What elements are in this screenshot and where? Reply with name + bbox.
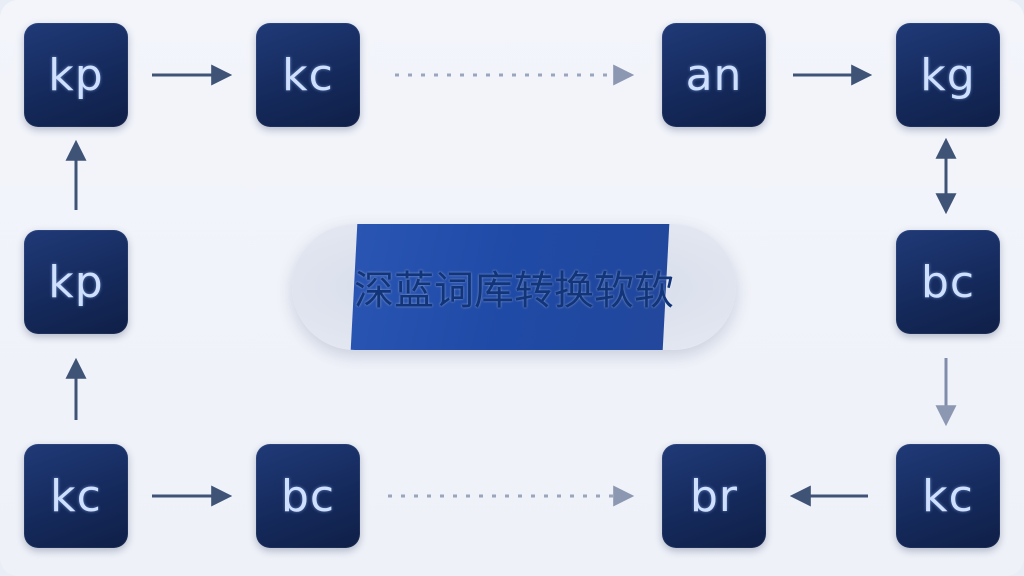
- tile-label: kp: [48, 49, 104, 101]
- tile-label: br: [689, 470, 739, 522]
- tile-bot-4: kc: [896, 444, 1000, 548]
- tile-top-3: an: [662, 23, 766, 127]
- tile-top-4: kg: [896, 23, 1000, 127]
- tile-mid-right: bc: [896, 230, 1000, 334]
- tile-bot-3: br: [662, 444, 766, 548]
- tile-label: kg: [920, 49, 976, 101]
- tile-label: kc: [50, 470, 102, 522]
- tile-bot-1: kc: [24, 444, 128, 548]
- tile-top-2: kc: [256, 23, 360, 127]
- tile-label: kc: [282, 49, 334, 101]
- tile-label: bc: [280, 470, 336, 522]
- tile-label: an: [685, 49, 743, 101]
- center-title-pill: 深蓝词库转换软软: [292, 224, 736, 350]
- tile-label: bc: [920, 256, 976, 308]
- tile-label: kc: [922, 470, 974, 522]
- tile-label: kp: [48, 256, 104, 308]
- tile-bot-2: bc: [256, 444, 360, 548]
- tile-top-1: kp: [24, 23, 128, 127]
- tile-mid-left: kp: [24, 230, 128, 334]
- center-title: 深蓝词库转换软软: [354, 268, 674, 314]
